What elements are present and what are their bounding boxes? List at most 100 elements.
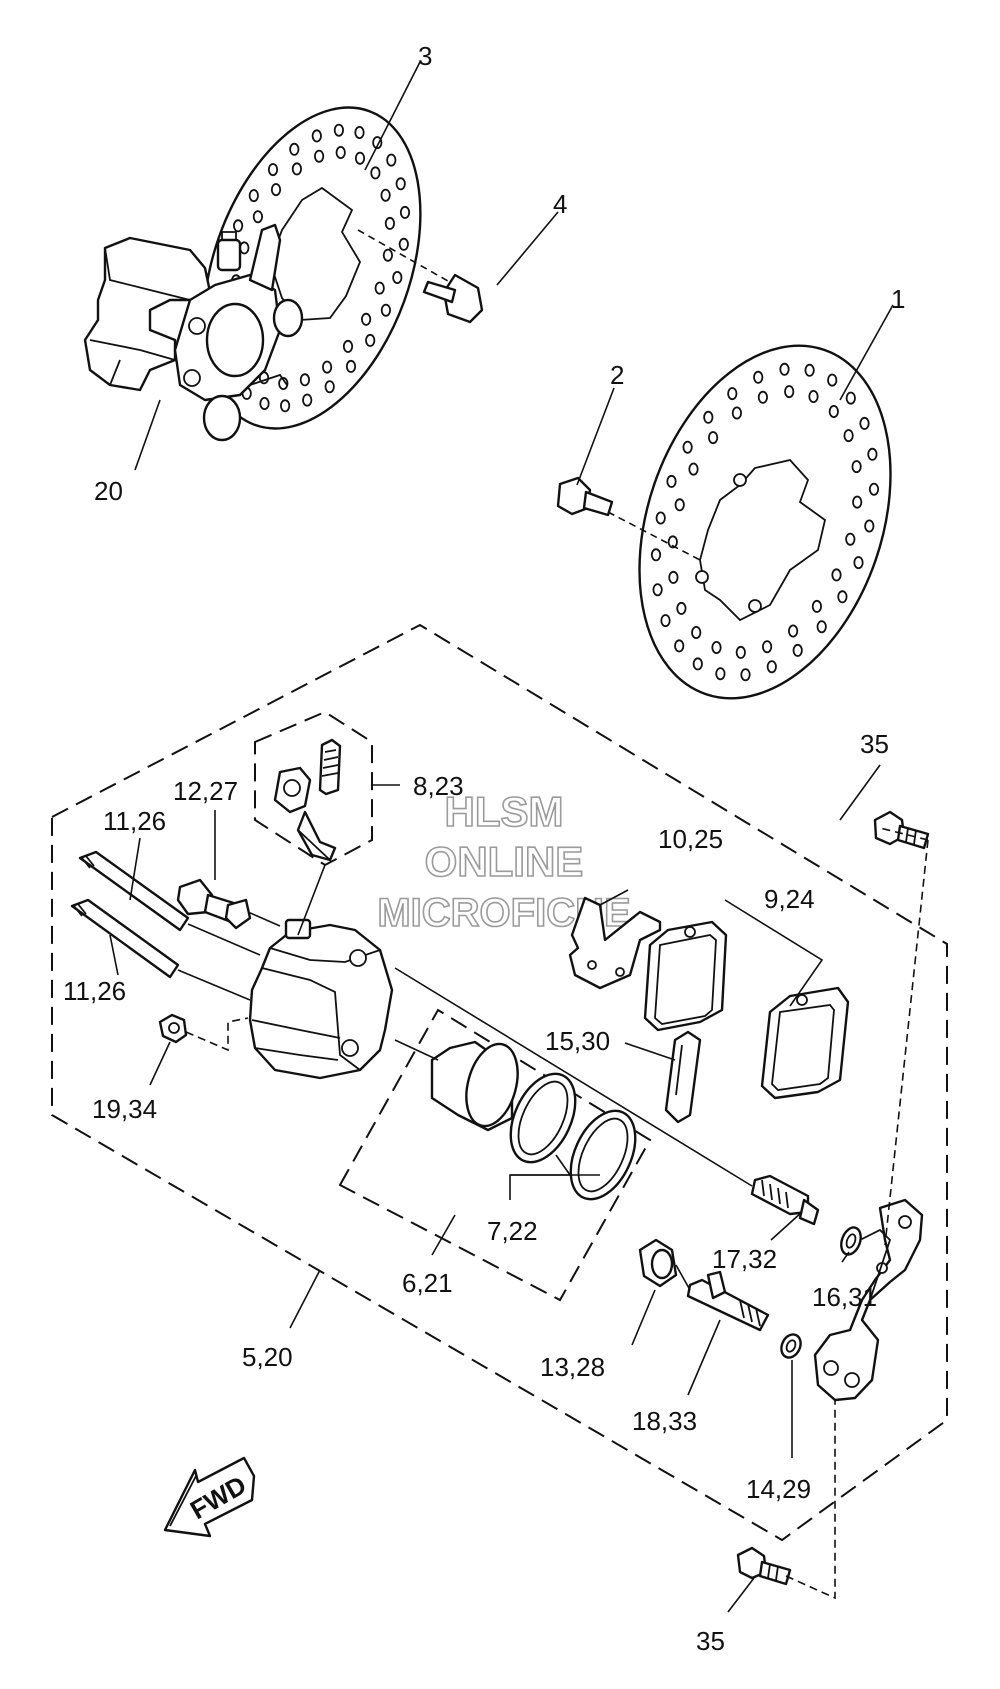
slide-pin-upper — [78, 850, 261, 956]
disc-drill-hole — [655, 511, 666, 525]
label-11-26-upper: 11,26 — [103, 806, 166, 836]
bushing-13-28 — [638, 1238, 678, 1288]
disc-drill-hole — [267, 163, 279, 177]
caliper-assembly-boundary — [51, 623, 948, 1542]
disc-drill-hole — [342, 339, 354, 353]
brake-pad-outer — [760, 986, 850, 1100]
disc-drill-hole — [395, 177, 406, 191]
disc-drill-hole — [345, 359, 357, 373]
piston-centerline — [394, 1039, 439, 1061]
bracket-bolt-35-upper — [873, 810, 930, 1246]
pin-bolt-12-27 — [176, 878, 281, 930]
disc-drill-hole — [784, 385, 795, 399]
brake-pad-inner — [643, 920, 728, 1032]
disc-drill-hole — [650, 548, 662, 562]
disc-drill-hole — [311, 129, 322, 143]
pad-support-15-30 — [664, 1030, 702, 1124]
boot-19-34 — [158, 1013, 249, 1052]
disc-drill-hole — [392, 270, 403, 284]
disc-drill-hole — [766, 660, 777, 674]
disc-drill-hole — [233, 219, 244, 233]
disc-drill-hole — [787, 624, 799, 638]
disc-drill-hole — [868, 482, 880, 496]
washer-16-31 — [840, 1226, 862, 1256]
fwd-arrow-icon: FWD — [163, 1456, 256, 1538]
piston-seal-1 — [509, 1072, 577, 1164]
disc-drill-hole — [335, 145, 346, 159]
disc-drill-hole — [666, 474, 677, 488]
disc-drill-hole — [668, 570, 679, 584]
label-11-26-lower: 11,26 — [63, 976, 126, 1006]
disc-drill-hole — [727, 387, 738, 401]
disc-drill-hole — [837, 590, 848, 604]
label-15-30: 15,30 — [545, 1026, 610, 1056]
label-12-27: 12,27 — [173, 776, 238, 806]
pad-spring-10-25 — [568, 889, 662, 990]
disc-drill-hole — [374, 281, 385, 295]
disc-drill-hole — [816, 620, 827, 634]
disc-drill-hole — [354, 126, 365, 140]
slide-pin-lower — [70, 898, 251, 1001]
watermark-line2: ONLINE — [425, 838, 584, 885]
disc-bolt-2 — [556, 476, 701, 561]
disc-drill-hole — [360, 312, 372, 326]
brake-disc-top — [202, 106, 422, 430]
piston-kit-boundary — [338, 1008, 652, 1302]
disc-drill-hole — [779, 362, 790, 376]
disc-drill-hole — [703, 410, 714, 424]
disc-drill-hole — [333, 123, 344, 137]
disc-drill-hole — [864, 519, 875, 533]
bleed-kit-boundary — [254, 710, 373, 867]
disc-drill-hole — [278, 376, 289, 390]
disc-drill-hole — [674, 498, 685, 512]
disc-drill-hole — [299, 373, 310, 387]
label-20: 20 — [94, 476, 123, 506]
label-35-bottom: 35 — [696, 1626, 725, 1656]
disc-drill-hole — [827, 373, 838, 387]
disc-drill-hole — [853, 556, 864, 570]
piston-seal-2 — [569, 1109, 637, 1201]
disc-drill-hole — [707, 431, 719, 445]
label-5-20: 5,20 — [242, 1342, 293, 1372]
disc-drill-hole — [398, 237, 409, 251]
disc-drill-hole — [731, 406, 743, 420]
disc-drill-hole — [843, 429, 854, 443]
caliper-top — [83, 223, 304, 442]
label-17-32: 17,32 — [712, 1244, 777, 1274]
disc-drill-hole — [740, 668, 751, 682]
disc-drill-hole — [365, 333, 376, 347]
part-labels: 3 4 1 2 20 35 8,23 12,27 11,26 10,25 9,2… — [63, 41, 905, 1656]
label-1: 1 — [891, 284, 905, 314]
disc-drill-hole — [372, 136, 383, 150]
disc-drill-hole — [259, 396, 270, 410]
label-19-34: 19,34 — [92, 1094, 157, 1124]
disc-drill-hole — [691, 626, 702, 640]
disc-drill-hole — [652, 583, 663, 597]
bracket-bolt-35-lower — [736, 1400, 836, 1600]
disc-drill-hole — [313, 149, 325, 163]
disc-drill-hole — [852, 495, 863, 509]
disc-drill-hole — [792, 643, 803, 657]
disc-drill-hole — [831, 568, 842, 582]
disc-drill-hole — [248, 189, 259, 203]
label-35-top: 35 — [860, 729, 889, 759]
disc-drill-hole — [354, 151, 366, 165]
disc-drill-hole — [688, 462, 699, 476]
disc-drill-hole — [804, 363, 815, 377]
disc-drill-hole — [384, 216, 395, 230]
disc-drill-hole — [270, 183, 282, 197]
disc-drill-hole — [753, 370, 764, 384]
label-6-21: 6,21 — [402, 1268, 453, 1298]
label-10-25: 10,25 — [658, 824, 723, 854]
caliper-bracket — [813, 1198, 924, 1402]
disc-drill-hole — [859, 416, 870, 430]
disc-drill-hole — [302, 393, 313, 407]
label-13-28: 13,28 — [540, 1352, 605, 1382]
watermark-line1: HLSM — [445, 788, 564, 835]
disc-drill-hole — [239, 241, 250, 255]
disc-drill-hole — [757, 390, 769, 404]
disc-drill-hole — [811, 599, 823, 613]
disc-drill-hole — [845, 532, 856, 546]
label-16-31: 16,31 — [812, 1282, 877, 1312]
